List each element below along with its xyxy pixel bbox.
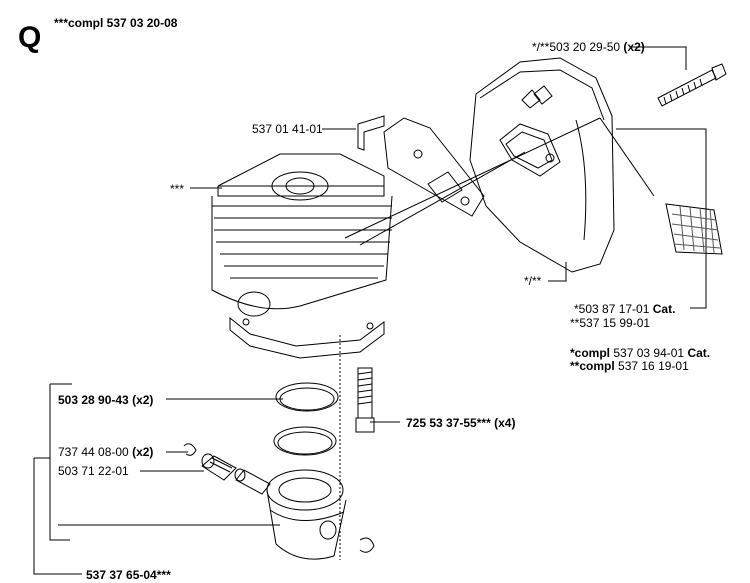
cylinder-label[interactable]: ***	[170, 182, 185, 196]
part-prefix: *compl	[570, 346, 611, 360]
circlip-icon	[183, 443, 375, 553]
piston-rings-icon	[273, 382, 339, 456]
section-letter: Q	[18, 21, 42, 54]
leader-rings-2	[49, 384, 70, 541]
compl-label-a[interactable]: *compl 537 03 94-01 Cat.	[570, 346, 710, 360]
rings-label[interactable]: 503 28 90-43 (x2)	[58, 393, 153, 407]
bracket-icon	[357, 115, 385, 151]
piston-icon	[266, 469, 347, 560]
assembly-number: ***compl 537 03 20-08	[54, 16, 178, 30]
part-suffix: Cat.	[652, 302, 676, 316]
leader-spark-screen	[616, 128, 707, 309]
cylinder-screw-icon	[355, 367, 375, 433]
clip-label[interactable]: 737 44 08-00 (x2)	[58, 445, 153, 459]
piston-kit-label[interactable]: 537 37 65-04***	[86, 568, 171, 582]
muffler-bolt-icon	[657, 63, 727, 107]
spark-screen-icon	[665, 203, 723, 255]
part-number: */**503 20 29-50	[532, 40, 621, 54]
gasket-icon	[383, 117, 485, 217]
part-number: 537 03 94-01	[613, 346, 685, 360]
needle-bearing-icon	[201, 453, 237, 481]
muffler-bolt-label[interactable]: */**503 20 29-50 (x2)	[532, 40, 645, 54]
muffler-label[interactable]: */**	[524, 274, 542, 288]
part-suffix: Cat.	[687, 346, 711, 360]
part-number: 725 53 37-55***	[406, 416, 491, 430]
cyl-screw-label[interactable]: 725 53 37-55*** (x4)	[406, 416, 515, 430]
piston-pin-icon	[234, 468, 271, 495]
spark-screen-label-b[interactable]: **537 15 99-01	[570, 316, 651, 330]
part-qty: (x2)	[132, 393, 154, 407]
leader-muffler	[548, 262, 567, 282]
part-prefix: **compl	[570, 359, 615, 373]
cylinder-icon	[211, 153, 393, 359]
part-number: 503 28 90-43	[58, 393, 129, 407]
leader-spark-screen-2	[599, 117, 655, 197]
spark-screen-label-a[interactable]: *503 87 17-01 Cat.	[574, 302, 675, 316]
muffler-icon	[469, 57, 615, 273]
part-number: 537 16 19-01	[618, 359, 689, 373]
bracket-label[interactable]: 537 01 41-01	[252, 122, 323, 136]
bearing-label[interactable]: 503 71 22-01	[58, 464, 129, 478]
leader-kit	[33, 458, 82, 575]
part-number: 737 44 08-00	[58, 445, 129, 459]
leader-muffler-bolt	[630, 46, 687, 70]
part-qty: (x2)	[132, 445, 154, 459]
part-number: *503 87 17-01	[574, 302, 650, 316]
part-qty: (x2)	[623, 40, 645, 54]
compl-label-b[interactable]: **compl 537 16 19-01	[570, 359, 689, 373]
part-qty: (x4)	[494, 416, 516, 430]
